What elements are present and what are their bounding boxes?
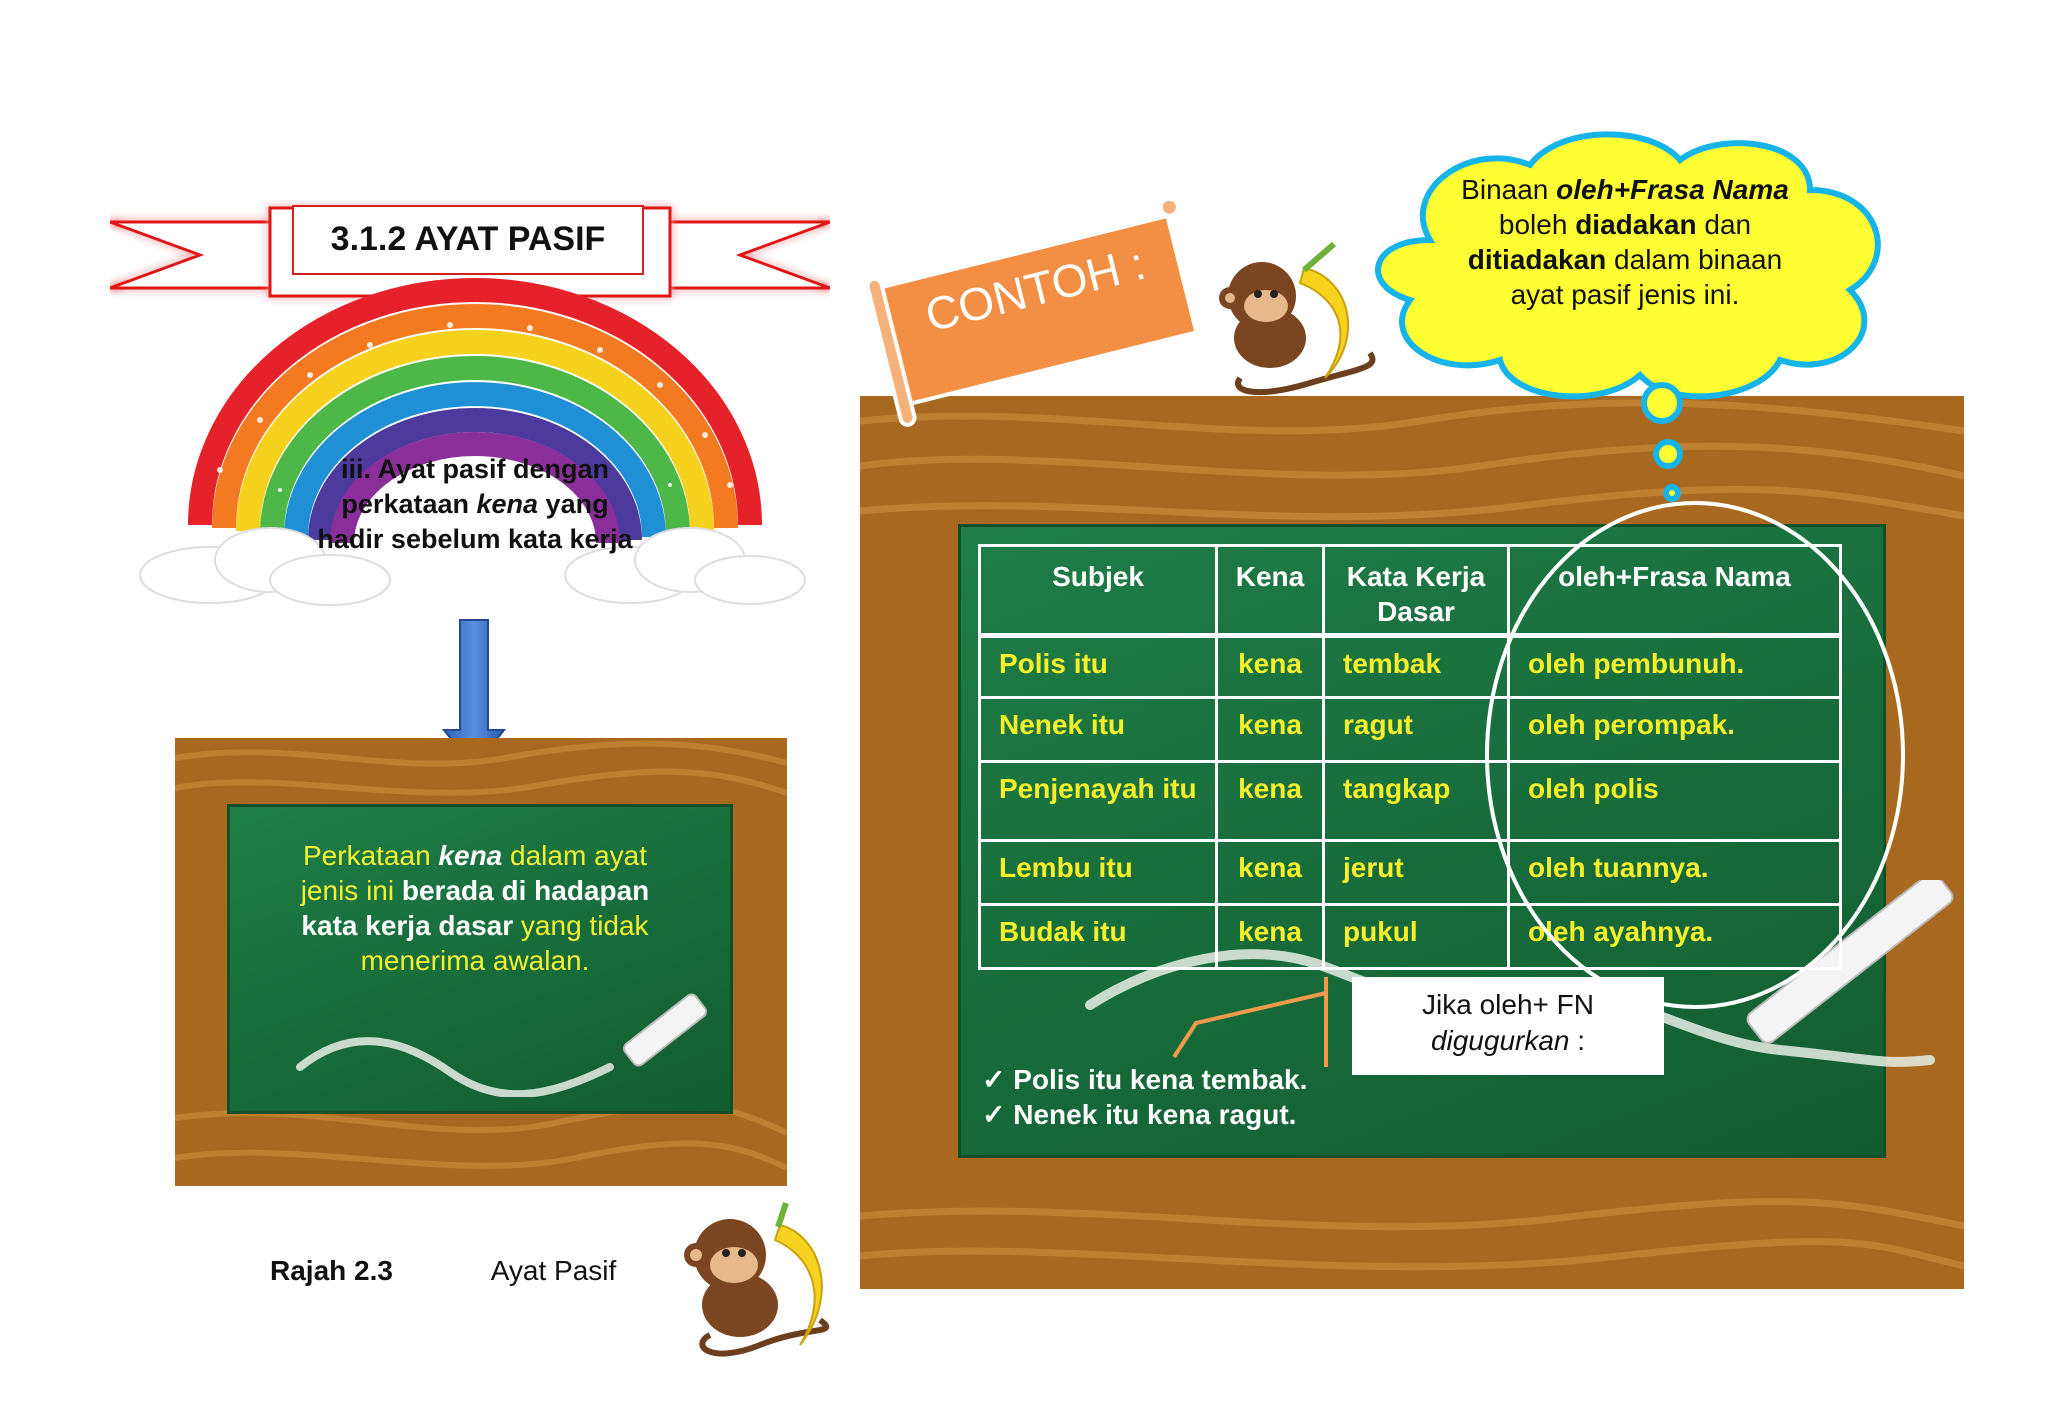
cloud-oleh-frasa-nama: oleh+Frasa Nama [1556,174,1789,205]
header-kkd-2: Dasar [1377,596,1455,627]
sb-l1a: Perkataan [303,840,439,871]
cell-subjek: Lembu itu [978,839,1218,906]
table-row: Budak itu kena pukul oleh ayahnya. [978,903,1842,970]
cell-oleh: oleh ayahnya. [1507,903,1842,970]
rainbow-line-2a: perkataan [341,489,477,519]
cloud-ditiadakan: ditiadakan [1467,244,1607,275]
cloud-line-1: Binaan oleh+Frasa Nama [1410,172,1840,207]
header-kena: Kena [1215,544,1325,637]
cloud-line-3: ditiadakan dalam binaan [1410,242,1840,277]
chalk-scribble [296,993,708,1097]
figure-caption: Rajah 2.3 Ayat Pasif [270,1255,616,1287]
cloud-l1a: Binaan [1461,174,1557,205]
note-suffix: : [1569,1025,1586,1056]
sb-line-2: jenis ini berada di hadapan [240,873,710,908]
table-row: Nenek itu kena ragut oleh perompak. [978,696,1842,763]
cloud-line-4: ayat pasif jenis ini. [1510,279,1740,310]
cell-subjek: Polis itu [978,634,1218,699]
note-digugurkan: digugurkan [1430,1025,1570,1056]
sb-l3b: yang tidak [513,910,649,941]
cell-kkd: tembak [1322,634,1510,699]
monkey-banana-icon [1219,241,1376,395]
rainbow-line-2: perkataan kena yang [280,487,670,522]
highlight-ellipse [1485,501,1905,1009]
sb-kena: kena [438,840,502,871]
cell-oleh: oleh perompak. [1507,696,1842,763]
small-wood-board [175,738,787,1186]
rainbow-line-1: iii. Ayat pasif dengan [340,454,610,484]
cell-kena: kena [1215,903,1325,970]
rainbow-description: iii. Ayat pasif dengan perkataan kena ya… [280,452,670,557]
header-kkd-1: Kata Kerja [1346,561,1486,592]
table-row: Polis itu kena tembak oleh pembunuh. [978,634,1842,699]
caption-label: Rajah 2.3 [270,1255,393,1286]
sb-line-3: kata kerja dasar yang tidak [240,908,710,943]
sb-line-1: Perkataan kena dalam ayat [240,838,710,873]
cell-oleh: oleh tuannya. [1507,839,1842,906]
cell-kkd: jerut [1322,839,1510,906]
example-list: ✓ Polis itu kena tembak. ✓ Nenek itu ken… [982,1062,1307,1132]
cloud-line-2: boleh diadakan dan [1410,207,1840,242]
cell-kena: kena [1215,839,1325,906]
cell-subjek: Budak itu [978,903,1218,970]
cell-kena: kena [1215,696,1325,763]
cell-oleh: oleh polis [1507,760,1842,842]
thought-cloud [1375,131,1881,502]
page-title: 3.1.2 AYAT PASIF [292,205,644,275]
list-item: ✓ Polis itu kena tembak. [982,1062,1307,1097]
check-icon: ✓ [982,1064,1006,1095]
rainbow-line-3: hadir sebelum kata kerja [317,524,633,554]
cell-kena: kena [1215,760,1325,842]
cloud-diadakan: diadakan [1575,209,1697,240]
contoh-scroll [865,197,1199,427]
check-icon: ✓ [982,1099,1006,1130]
sb-l2a: jenis ini [300,875,402,906]
table-row: Lembu itu kena jerut oleh tuannya. [978,839,1842,906]
cloud-l3b: dalam binaan [1606,244,1783,275]
rainbow-illustration [139,278,806,606]
cell-kkd: pukul [1322,903,1510,970]
small-board-text: Perkataan kena dalam ayat jenis ini bera… [240,838,710,978]
cloud-l2a: boleh [1498,209,1576,240]
table-row: Penjenayah itu kena tangkap oleh polis [978,760,1842,842]
cloud-l2c: dan [1696,209,1752,240]
monkey-banana-icon [684,1202,830,1357]
rainbow-kena: kena [476,489,539,519]
note-line-1: Jika oleh+ FN [1422,989,1594,1020]
cell-kena: kena [1215,634,1325,699]
small-chalkboard [227,804,733,1114]
cell-subjek: Penjenayah itu [978,760,1218,842]
example-text: Polis itu kena tembak. [1013,1064,1308,1095]
sb-l3a: kata kerja dasar [301,910,514,941]
note-line-2: digugurkan : [1352,1023,1664,1059]
sb-line-4: menerima awalan. [360,945,590,976]
callout-lines [1172,977,1328,1067]
note-box: Jika oleh+ FN digugurkan : [1352,977,1664,1075]
cell-subjek: Nenek itu [978,696,1218,763]
sb-l2b: berada di hadapan [401,875,650,906]
example-text: Nenek itu kena ragut. [1013,1099,1297,1130]
caption-text: Ayat Pasif [490,1255,617,1286]
list-item: ✓ Nenek itu kena ragut. [982,1097,1307,1132]
sb-l1b: dalam ayat [502,840,647,871]
cell-kkd: ragut [1322,696,1510,763]
sb-kena-text: kena [438,840,503,871]
cell-kkd: tangkap [1322,760,1510,842]
rainbow-line-2b: yang [538,489,609,519]
thought-cloud-text: Binaan oleh+Frasa Nama boleh diadakan da… [1410,172,1840,312]
header-subjek: Subjek [978,544,1218,637]
cell-oleh: oleh pembunuh. [1507,634,1842,699]
